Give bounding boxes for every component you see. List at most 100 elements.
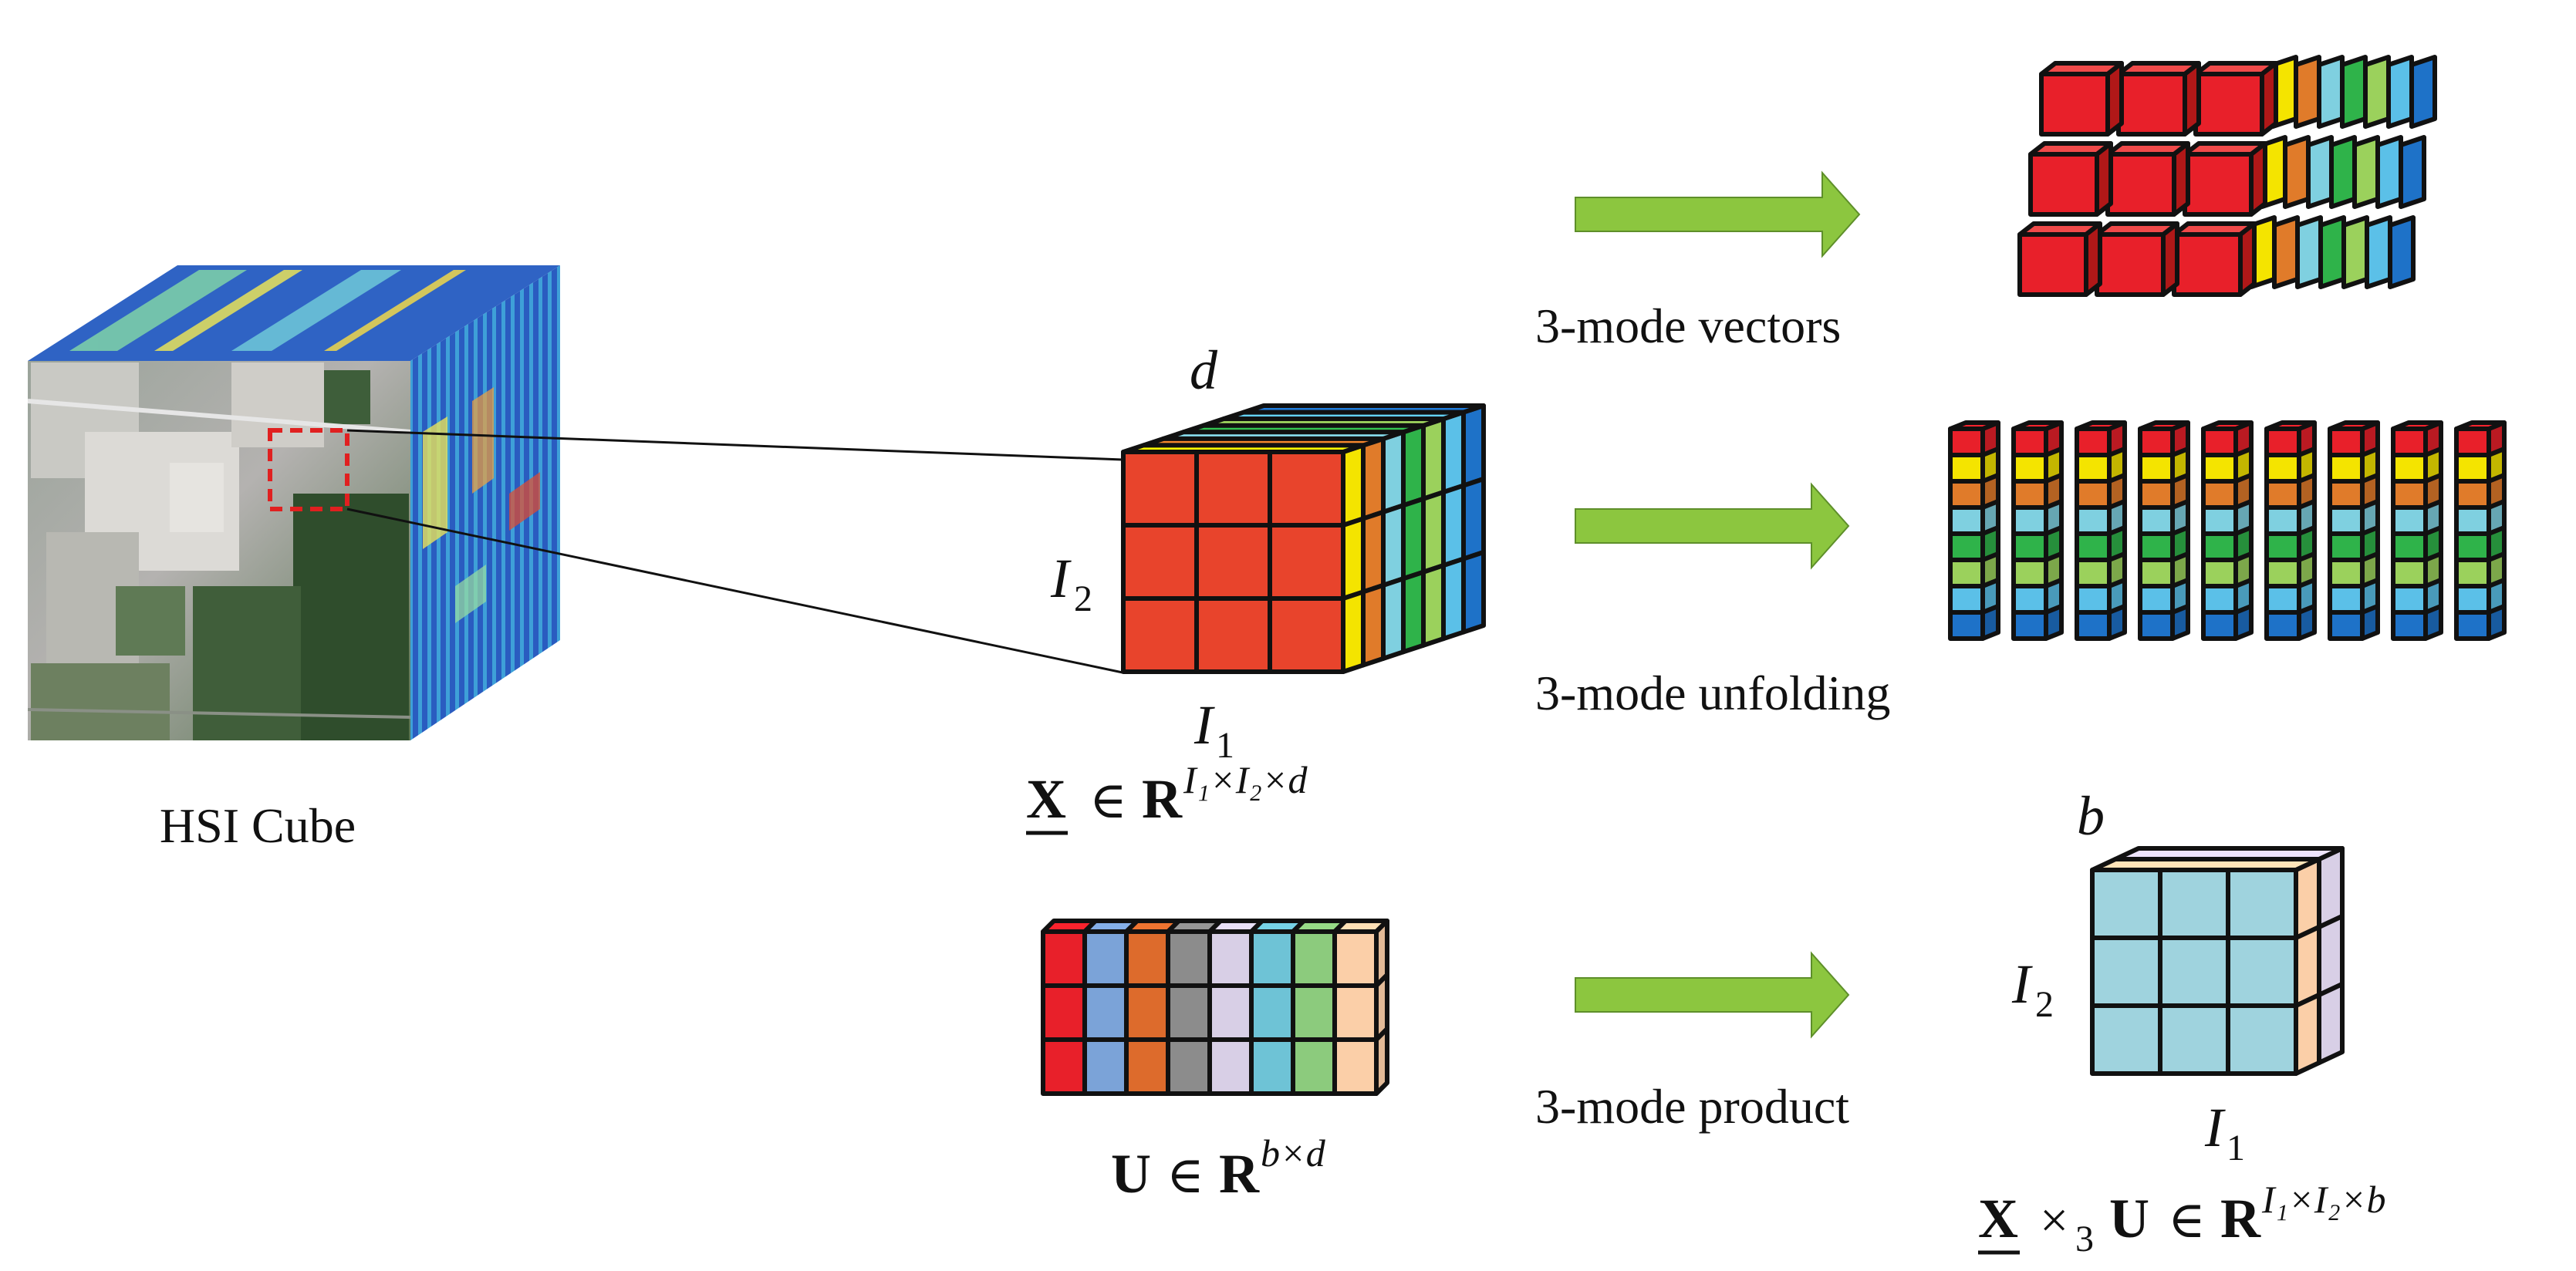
svg-text:I₁×I₂×b: I₁×I₂×b (2261, 1178, 2386, 1221)
u-cell (1207, 983, 1254, 1042)
depth-cell (2294, 993, 2321, 1076)
vector-band (2388, 215, 2416, 289)
depth-cell (1361, 436, 1386, 521)
mode-unfolding-label: 3-mode unfolding (1535, 666, 1890, 720)
svg-text:I: I (2011, 953, 2033, 1015)
unfold-top (2201, 420, 2254, 431)
arrow-vectors (1575, 170, 1861, 258)
tensor-axis-d: d (1190, 339, 1218, 401)
matrix-u (1041, 919, 1389, 1096)
unfold-cell (2201, 610, 2238, 641)
vector-cube-front (2028, 152, 2099, 217)
unfold-cell (2328, 453, 2365, 484)
product-axis-i1: I 1 (2204, 1097, 2245, 1168)
front-cell (2226, 936, 2298, 1008)
unfold-top (1948, 420, 2000, 431)
unfold-cell (2011, 610, 2048, 641)
unfold-cell (2138, 610, 2175, 641)
unfold-cell (2138, 426, 2175, 457)
u-cell (1207, 929, 1254, 988)
front-cell (1268, 596, 1345, 674)
unfold-cell (2075, 453, 2112, 484)
unfold-cell (2391, 531, 2428, 562)
unfold-cell (2201, 531, 2238, 562)
product-axis-i2: I 2 (2011, 953, 2054, 1025)
depth-cell (1381, 430, 1406, 514)
unfold-cell (2328, 479, 2365, 510)
u-cell (1124, 929, 1170, 988)
unfold-cell (2454, 479, 2491, 510)
unfold-cell (2011, 479, 2048, 510)
tensor-axis-i1: I 1 (1193, 694, 1234, 766)
front-cell (2158, 868, 2230, 940)
u-cell (1332, 983, 1379, 1042)
vector-cube-front (2116, 72, 2187, 137)
unfold-top (2264, 420, 2317, 431)
unfold-cell (1948, 610, 1985, 641)
unfold-cell (1948, 505, 1985, 536)
svg-text:I: I (1050, 548, 1072, 609)
front-cell (2090, 936, 2162, 1008)
unfold-cell (2075, 505, 2112, 536)
unfold-cell (2391, 479, 2428, 510)
depth-cell (1461, 403, 1486, 488)
unfold-cell (2138, 505, 2175, 536)
unfold-cell (2138, 531, 2175, 562)
unfold-cell (2138, 558, 2175, 588)
unfold-cell (2011, 584, 2048, 615)
u-cell (1082, 929, 1129, 988)
unfold-cell (2264, 479, 2301, 510)
unfold-cell (2075, 558, 2112, 588)
depth-cell (2317, 982, 2345, 1065)
vector-cube-front (2172, 232, 2243, 297)
depth-cell (1341, 516, 1366, 601)
vector-band (2318, 215, 2346, 289)
svg-text:∈: ∈ (2168, 1192, 2206, 1249)
vector-band (2386, 55, 2414, 129)
vector-band (2283, 135, 2311, 209)
u-cell (1166, 1037, 1212, 1096)
u-cell (1207, 1037, 1254, 1096)
vector-band (2294, 55, 2321, 129)
u-cell (1041, 983, 1087, 1042)
svg-text:U: U (2109, 1188, 2149, 1249)
unfold-cell (2011, 558, 2048, 588)
unfold-cell (1948, 479, 1985, 510)
depth-cell (1421, 490, 1446, 575)
depth-cell (1341, 443, 1366, 528)
depth-cell (2317, 914, 2345, 997)
front-cell (1194, 450, 1272, 528)
depth-cell (1441, 410, 1466, 495)
vector-cube-front (2183, 152, 2254, 217)
unfold-cell (2011, 426, 2048, 457)
unfold-top (2075, 420, 2127, 431)
unfold-cell (2264, 453, 2301, 484)
unfold-cell (2201, 479, 2238, 510)
depth-cell (2294, 925, 2321, 1008)
u-cell (1082, 983, 1129, 1042)
vector-band (2409, 55, 2437, 129)
svg-text:∈: ∈ (1089, 773, 1127, 829)
u-cell (1124, 1037, 1170, 1096)
svg-text:2: 2 (1074, 578, 1092, 619)
u-cell (1291, 929, 1337, 988)
vector-cube-front (2105, 152, 2176, 217)
unfold-cell (2454, 558, 2491, 588)
hsi-zoom-box (268, 428, 349, 511)
unfold-cell (2391, 610, 2428, 641)
unfold-cell (2264, 558, 2301, 588)
unfold-cell (2454, 426, 2491, 457)
front-cell (1121, 596, 1199, 674)
unfold-top (2454, 420, 2507, 431)
svg-text:2: 2 (2035, 984, 2054, 1025)
unfold-cell (2011, 505, 2048, 536)
unfold-cell (2138, 453, 2175, 484)
mode-vectors-illustration (2017, 55, 2437, 297)
unfold-cell (2201, 453, 2238, 484)
product-equation: X × 3 U ∈ R I₁×I₂×b (1978, 1178, 2386, 1259)
hsi-cube-top-stripes (69, 270, 466, 351)
unfold-cell (2391, 558, 2428, 588)
svg-text:R: R (1219, 1143, 1260, 1205)
unfold-cell (2328, 531, 2365, 562)
svg-text:3: 3 (2075, 1219, 2094, 1259)
